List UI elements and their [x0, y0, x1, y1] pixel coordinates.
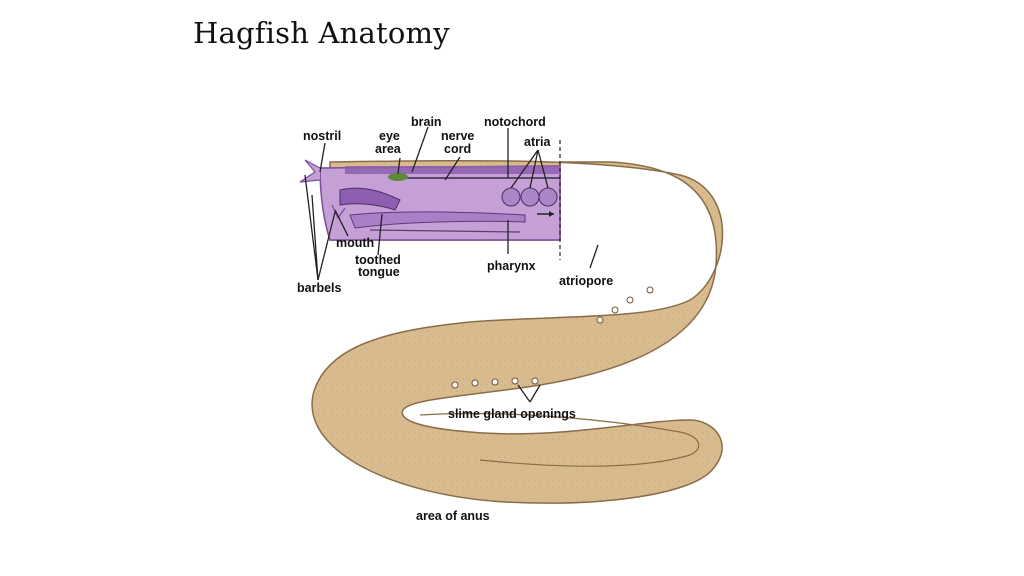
- label-nerve-line1: nerve: [441, 129, 474, 143]
- label-mouth: mouth: [336, 236, 374, 250]
- leader-lines: [304, 126, 599, 403]
- label-eye-line2: area: [375, 142, 402, 156]
- label-brain: brain: [411, 115, 442, 129]
- label-nostril: nostril: [303, 129, 341, 143]
- label-atria: atria: [524, 135, 551, 149]
- hagfish-head: [299, 159, 561, 241]
- label-tongue-line2: tongue: [358, 265, 400, 279]
- label-nerve-line2: cord: [444, 142, 471, 156]
- label-barbels: barbels: [297, 281, 342, 295]
- eye-area: [388, 173, 408, 181]
- label-pharynx: pharynx: [487, 259, 536, 273]
- hagfish-body: [311, 159, 724, 504]
- label-atriopore: atriopore: [559, 274, 613, 288]
- label-notochord: notochord: [484, 115, 546, 129]
- label-eye-line1: eye: [379, 129, 400, 143]
- slime-gland-dots: [451, 286, 654, 389]
- slide-title: Hagfish Anatomy: [193, 16, 450, 50]
- label-tongue-line1: toothed: [355, 253, 401, 267]
- label-area-of-anus: area of anus: [416, 509, 490, 523]
- label-slime-gland-openings: slime gland openings: [448, 407, 576, 421]
- atria-circles: [501, 187, 558, 207]
